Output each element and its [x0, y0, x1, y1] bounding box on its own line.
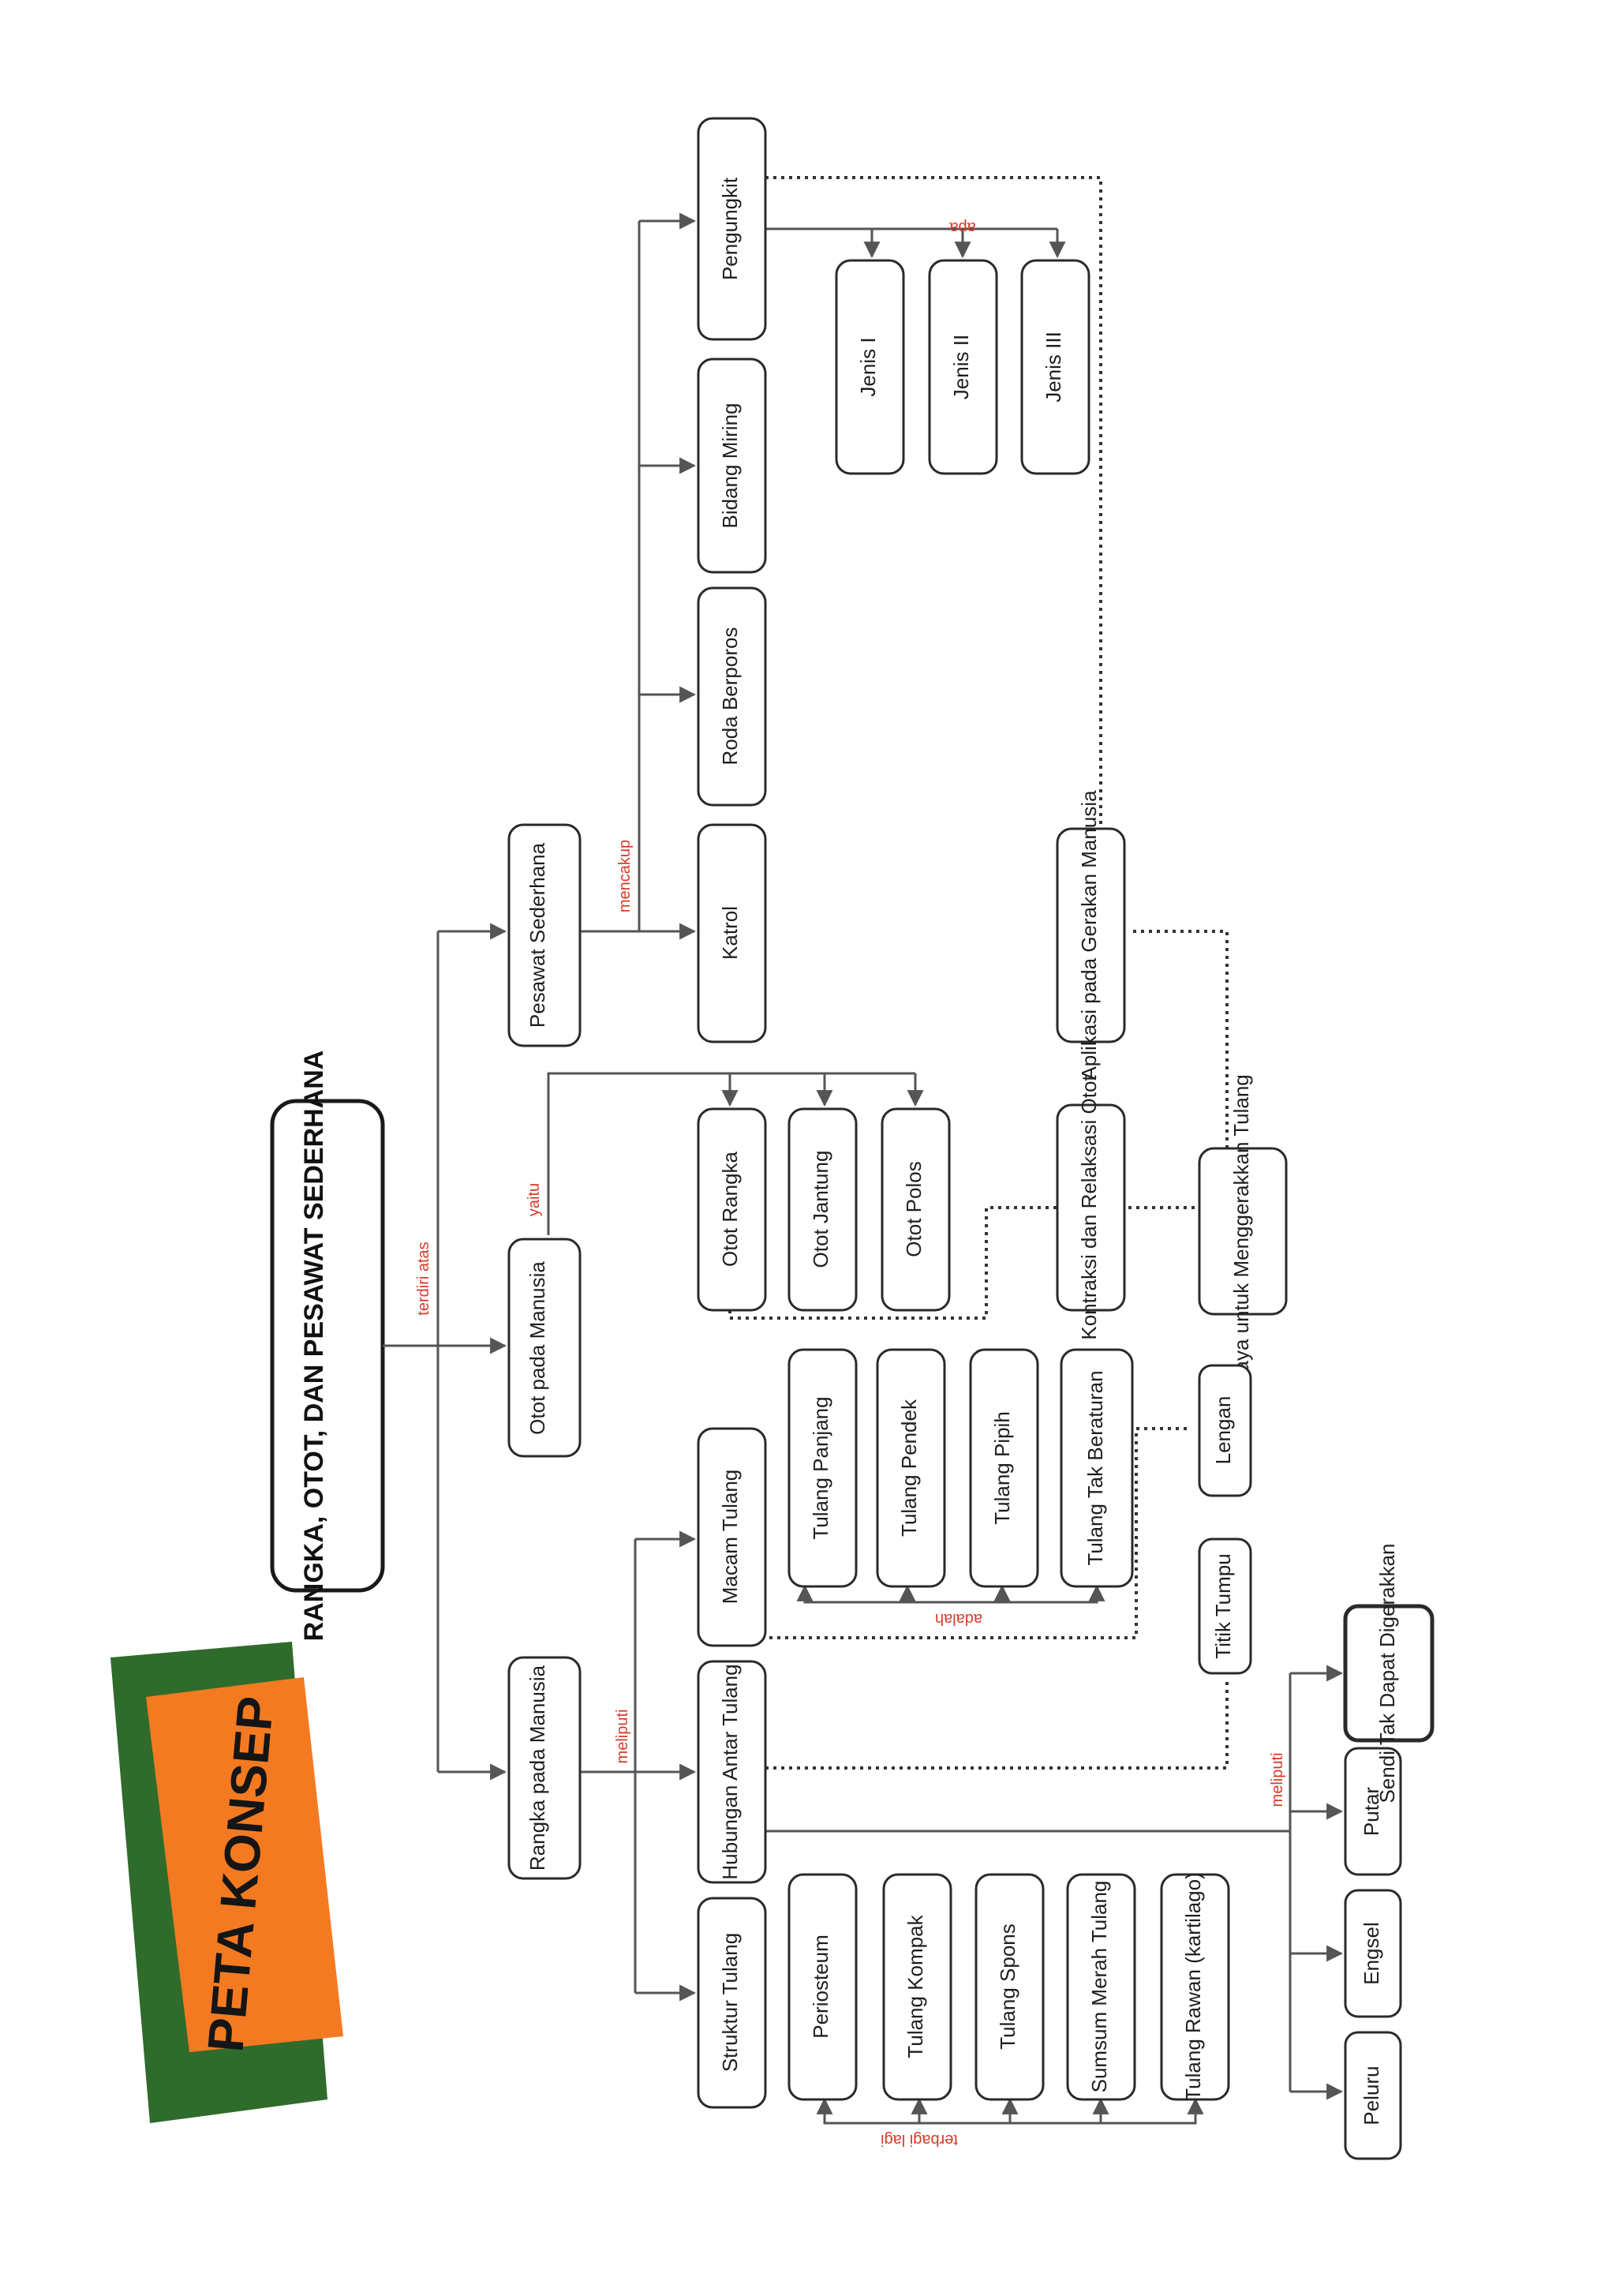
node-kontraksi-relaksasi: Kontraksi dan Relaksasi Otot	[1056, 1075, 1126, 1340]
link-label-adalah: adalah	[935, 1610, 982, 1627]
banner-orange-band	[146, 1677, 343, 2052]
link-label-mencakup: mencakup	[616, 840, 634, 912]
svg-text:Otot Polos: Otot Polos	[902, 1161, 926, 1257]
node-periosteum: Periosteum	[787, 1873, 858, 2101]
svg-text:Tulang Kompak: Tulang Kompak	[903, 1914, 927, 2058]
node-katrol: Katrol	[697, 823, 767, 1043]
svg-text:Otot Rangka: Otot Rangka	[718, 1151, 742, 1267]
dotted-relations	[728, 176, 1229, 1770]
svg-text:Jenis III: Jenis III	[1042, 331, 1065, 403]
link-label-yaitu: yaitu	[526, 1183, 543, 1216]
title-box: RANGKA, OTOT, DAN PESAWAT SEDERHANA	[270, 1051, 385, 1642]
svg-text:Jenis I: Jenis I	[856, 337, 880, 396]
svg-text:Otot Jantung: Otot Jantung	[809, 1151, 832, 1268]
node-tulang-panjang: Tulang Panjang	[787, 1348, 858, 1588]
svg-text:Jenis II: Jenis II	[949, 335, 973, 399]
peta-konsep-banner: PETA KONSEP	[110, 1642, 343, 2123]
node-tulang-pipih: Tulang Pipih	[969, 1348, 1039, 1588]
svg-text:Pengungkit: Pengungkit	[718, 177, 742, 280]
svg-text:Bidang Miring: Bidang Miring	[718, 403, 742, 529]
node-otot-jantung: Otot Jantung	[787, 1107, 858, 1312]
svg-text:Tulang Panjang: Tulang Panjang	[809, 1396, 832, 1539]
svg-text:Sumsum Merah Tulang: Sumsum Merah Tulang	[1087, 1881, 1111, 2093]
svg-text:Gaya untuk Menggerakkan Tulang: Gaya untuk Menggerakkan Tulang	[1229, 1074, 1253, 1388]
node-sendi-tak-dapat-digerakkan: Sendi Tak Dapat Digerakkan	[1343, 1543, 1435, 1803]
node-pesawat-sederhana: Pesawat Sederhana	[507, 823, 582, 1047]
svg-text:Tulang Rawan (kartilago): Tulang Rawan (kartilago)	[1181, 1872, 1205, 2101]
node-struktur-tulang: Struktur Tulang	[697, 1897, 767, 2109]
node-otot-pada-manusia: Otot pada Manusia	[507, 1238, 582, 1458]
node-tulang-tak-beraturan: Tulang Tak Beraturan	[1060, 1348, 1134, 1588]
node-jenis-1: Jenis I	[835, 259, 905, 475]
node-aplikasi-gerakan: Aplikasi pada Gerakan Manusia	[1056, 790, 1126, 1081]
node-tulang-pendek: Tulang Pendek	[876, 1348, 946, 1588]
link-label-meliputi-sendi: meliputi	[1269, 1753, 1286, 1807]
svg-text:Kontraksi dan Relaksasi Otot: Kontraksi dan Relaksasi Otot	[1077, 1075, 1101, 1340]
link-label-terdiri-atas: terdiri atas	[415, 1242, 432, 1315]
map-title: RANGKA, OTOT, DAN PESAWAT SEDERHANA	[299, 1051, 329, 1642]
link-label-terbagi-lagi: terbagi lagi	[881, 2131, 958, 2148]
node-macam-tulang: Macam Tulang	[697, 1427, 767, 1647]
svg-text:Tulang Pendek: Tulang Pendek	[897, 1399, 921, 1537]
svg-text:Pesawat Sederhana: Pesawat Sederhana	[526, 842, 549, 1028]
node-putar: Putar	[1344, 1747, 1402, 1876]
node-peluru: Peluru	[1344, 2031, 1402, 2160]
node-otot-rangka: Otot Rangka	[697, 1107, 767, 1312]
svg-text:Putar: Putar	[1360, 1787, 1383, 1836]
svg-text:Titik Tumpu: Titik Tumpu	[1211, 1553, 1235, 1658]
svg-text:Macam Tulang: Macam Tulang	[718, 1470, 742, 1605]
node-tulang-spons: Tulang Spons	[974, 1873, 1045, 2101]
node-sumsum-merah-tulang: Sumsum Merah Tulang	[1066, 1873, 1136, 2101]
svg-text:Lengan: Lengan	[1211, 1396, 1235, 1465]
svg-text:Tulang Spons: Tulang Spons	[996, 1923, 1019, 2049]
node-engsel: Engsel	[1344, 1889, 1402, 2018]
svg-text:Engsel: Engsel	[1360, 1922, 1383, 1985]
node-hubungan-antar-tulang: Hubungan Antar Tulang	[697, 1660, 767, 1884]
node-tulang-rawan: Tulang Rawan (kartilago)	[1160, 1872, 1230, 2101]
link-labels: terdiri atas meliputi yaitu mencakup apa…	[415, 219, 1286, 2148]
node-otot-polos: Otot Polos	[881, 1107, 951, 1312]
node-bidang-miring: Bidang Miring	[697, 358, 767, 574]
svg-text:Hubungan Antar Tulang: Hubungan Antar Tulang	[718, 1664, 742, 1879]
svg-text:Katrol: Katrol	[718, 906, 742, 960]
node-jenis-2: Jenis II	[928, 259, 998, 475]
node-lengan: Lengan	[1198, 1364, 1252, 1497]
svg-text:Tulang Pipih: Tulang Pipih	[990, 1411, 1014, 1525]
svg-text:Otot pada Manusia: Otot pada Manusia	[526, 1261, 549, 1435]
svg-text:Roda Berporos: Roda Berporos	[718, 627, 742, 766]
link-label-meliputi-rangka: meliputi	[614, 1710, 631, 1764]
connector-lines	[383, 212, 1344, 2125]
svg-text:Tulang Tak Beraturan: Tulang Tak Beraturan	[1083, 1370, 1107, 1565]
node-titik-tumpu: Titik Tumpu	[1198, 1538, 1252, 1675]
node-tulang-kompak: Tulang Kompak	[882, 1873, 952, 2101]
svg-text:Struktur Tulang: Struktur Tulang	[718, 1933, 742, 2072]
node-roda-berporos: Roda Berporos	[697, 586, 767, 807]
svg-text:Sendi Tak Dapat Digerakkan: Sendi Tak Dapat Digerakkan	[1375, 1543, 1399, 1803]
node-jenis-3: Jenis III	[1020, 259, 1090, 475]
svg-text:Periosteum: Periosteum	[809, 1935, 832, 2039]
node-rangka-pada-manusia: Rangka pada Manusia	[507, 1656, 582, 1880]
node-gaya-menggerakkan: Gaya untuk Menggerakkan Tulang	[1198, 1074, 1288, 1388]
svg-text:Peluru: Peluru	[1360, 2066, 1383, 2125]
link-label-apa: apa	[948, 219, 975, 236]
node-pengungkit: Pengungkit	[697, 117, 767, 341]
svg-text:Rangka pada Manusia: Rangka pada Manusia	[526, 1665, 549, 1871]
svg-text:Aplikasi pada Gerakan Manusia: Aplikasi pada Gerakan Manusia	[1077, 790, 1101, 1081]
